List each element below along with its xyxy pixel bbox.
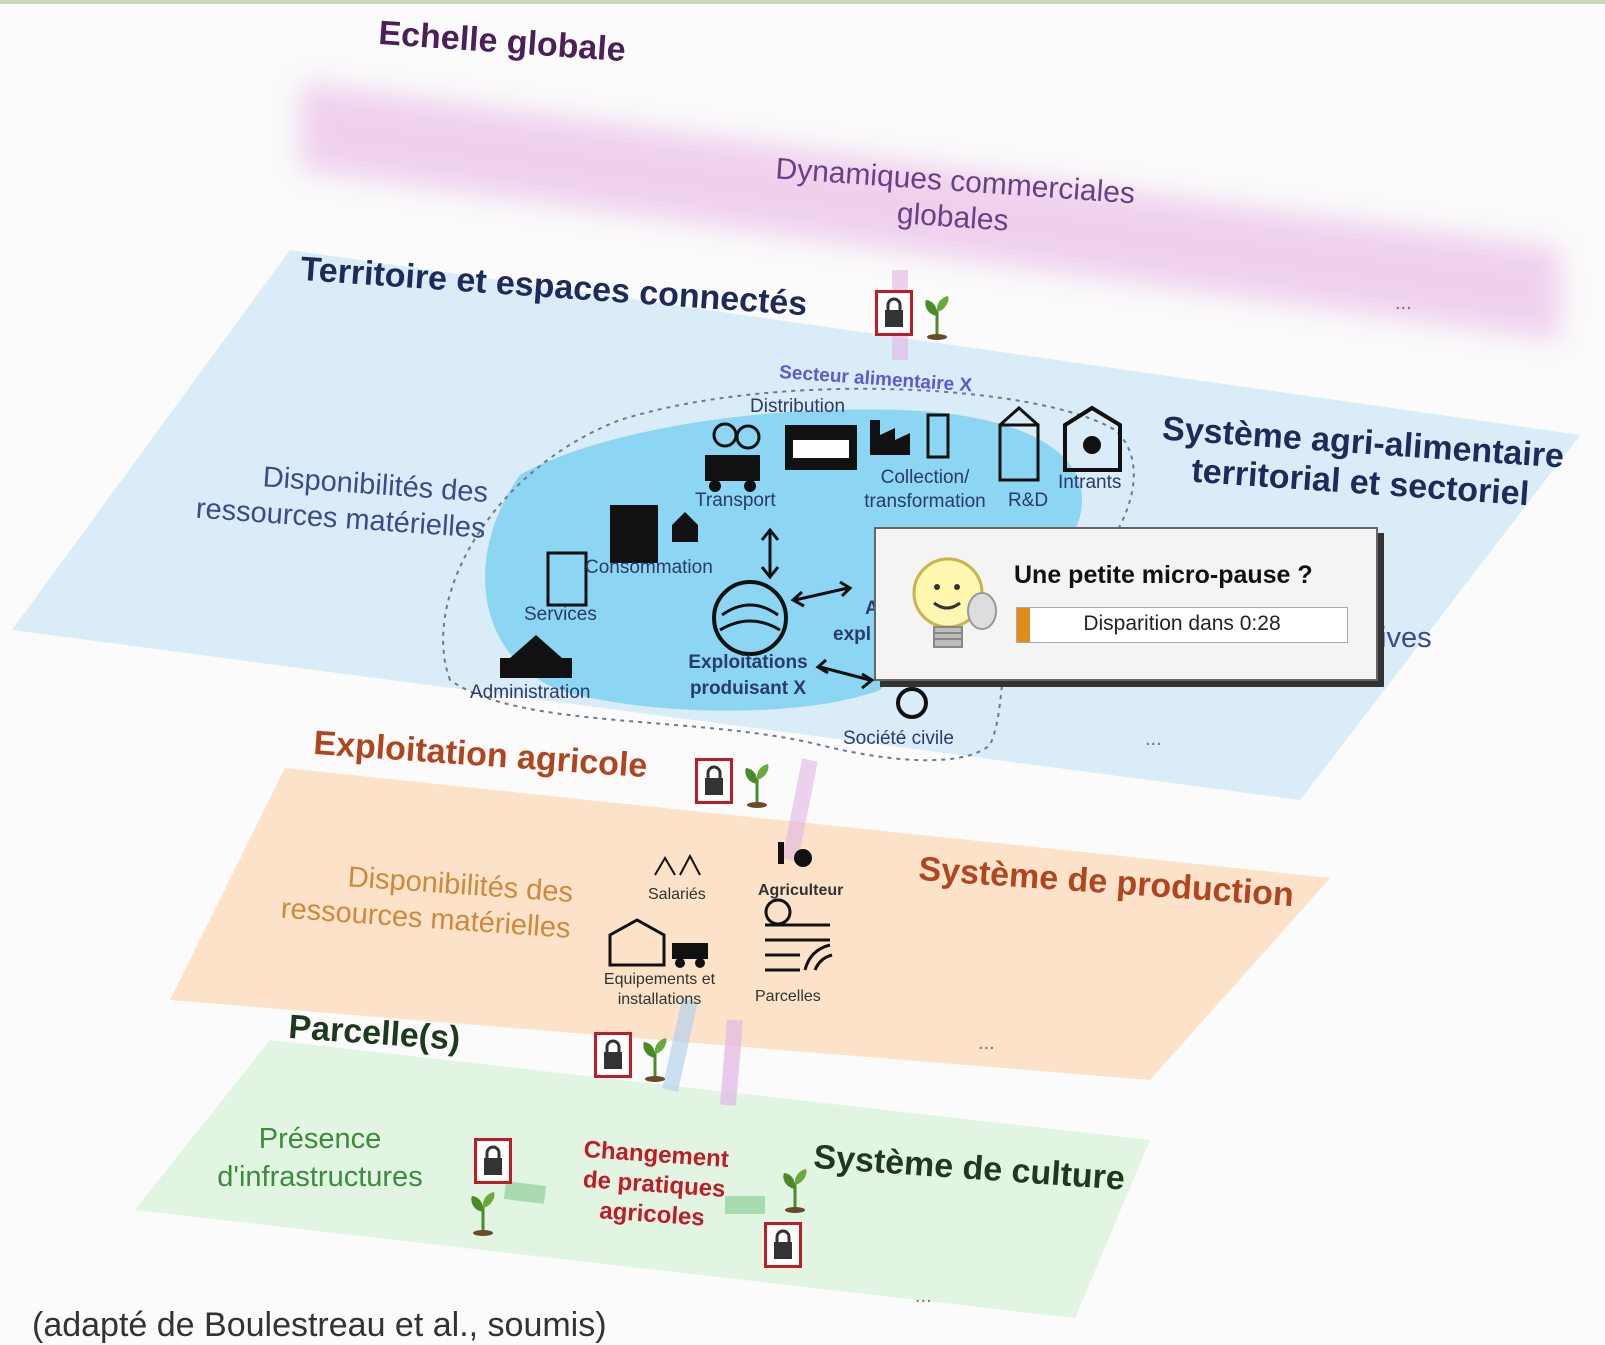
node-rd: R&D: [1008, 490, 1049, 511]
node-exploitations: Exploitations produisant X: [688, 652, 808, 699]
node-societe-civile: Société civile: [843, 728, 954, 749]
node-other-expl-b: expl: [833, 624, 872, 645]
lock-icon: [764, 1222, 802, 1268]
sprout-icon: [783, 1169, 807, 1213]
farm-ellipsis: ...: [978, 1032, 995, 1054]
lightbulb-smiley-icon: [912, 557, 997, 648]
sector-icons: [500, 405, 1122, 972]
lock-icon: [474, 1138, 512, 1184]
lock-icon: [594, 1032, 632, 1078]
node-intrants: Intrants: [1058, 472, 1122, 493]
sprout-icon: [471, 1192, 495, 1236]
arrow-territory-down: [782, 758, 818, 862]
sprout-icon: [925, 296, 949, 340]
node-equipements: Equipements et installations: [603, 971, 716, 1008]
node-distribution: Distribution: [750, 396, 846, 417]
countdown-progress-bar: Disparition dans 0:28: [1016, 607, 1348, 643]
territory-ellipsis: ...: [1145, 728, 1162, 750]
node-transport: Transport: [695, 490, 776, 511]
global-ellipsis: ...: [1395, 292, 1412, 314]
micro-pause-popup[interactable]: Une petite micro-pause ? Disparition dan…: [874, 527, 1378, 681]
sprout-icon: [745, 764, 769, 808]
top-frame: [0, 0, 1605, 4]
node-salaries: Salariés: [648, 886, 706, 903]
node-collection: Collection/ transformation: [864, 467, 986, 512]
plot-infra-label: Présence d'infrastructures: [217, 1123, 423, 1193]
arrow-farm-down: [662, 998, 698, 1092]
countdown-progress-fill: [1017, 608, 1031, 642]
node-parcelles: Parcelles: [755, 988, 821, 1005]
sector-arrows: [760, 527, 875, 690]
sprout-icon: [643, 1038, 667, 1082]
plot-plane: [135, 1040, 1150, 1318]
node-services: Services: [524, 604, 597, 625]
popup-title: Une petite micro-pause ?: [1014, 561, 1313, 589]
global-band: [300, 82, 1560, 340]
plot-ellipsis: ...: [915, 1285, 932, 1307]
node-consommation: Consommation: [585, 557, 713, 578]
lock-icon: [875, 290, 913, 336]
farm-plane: [170, 768, 1330, 1080]
node-agriculteur: Agriculteur: [758, 882, 844, 899]
arrow-farm-down-2: [720, 1019, 743, 1106]
countdown-text: Disparition dans 0:28: [1083, 612, 1281, 635]
territory-partial-label: ives: [1380, 622, 1432, 654]
plot-change-label: Changement de pratiques agricoles: [582, 1136, 730, 1232]
lock-icon: [695, 758, 733, 804]
figure-caption: (adapté de Boulestreau et al., soumis): [32, 1306, 607, 1344]
arrow-plot-left: [503, 1181, 547, 1204]
node-administration: Administration: [470, 682, 591, 703]
